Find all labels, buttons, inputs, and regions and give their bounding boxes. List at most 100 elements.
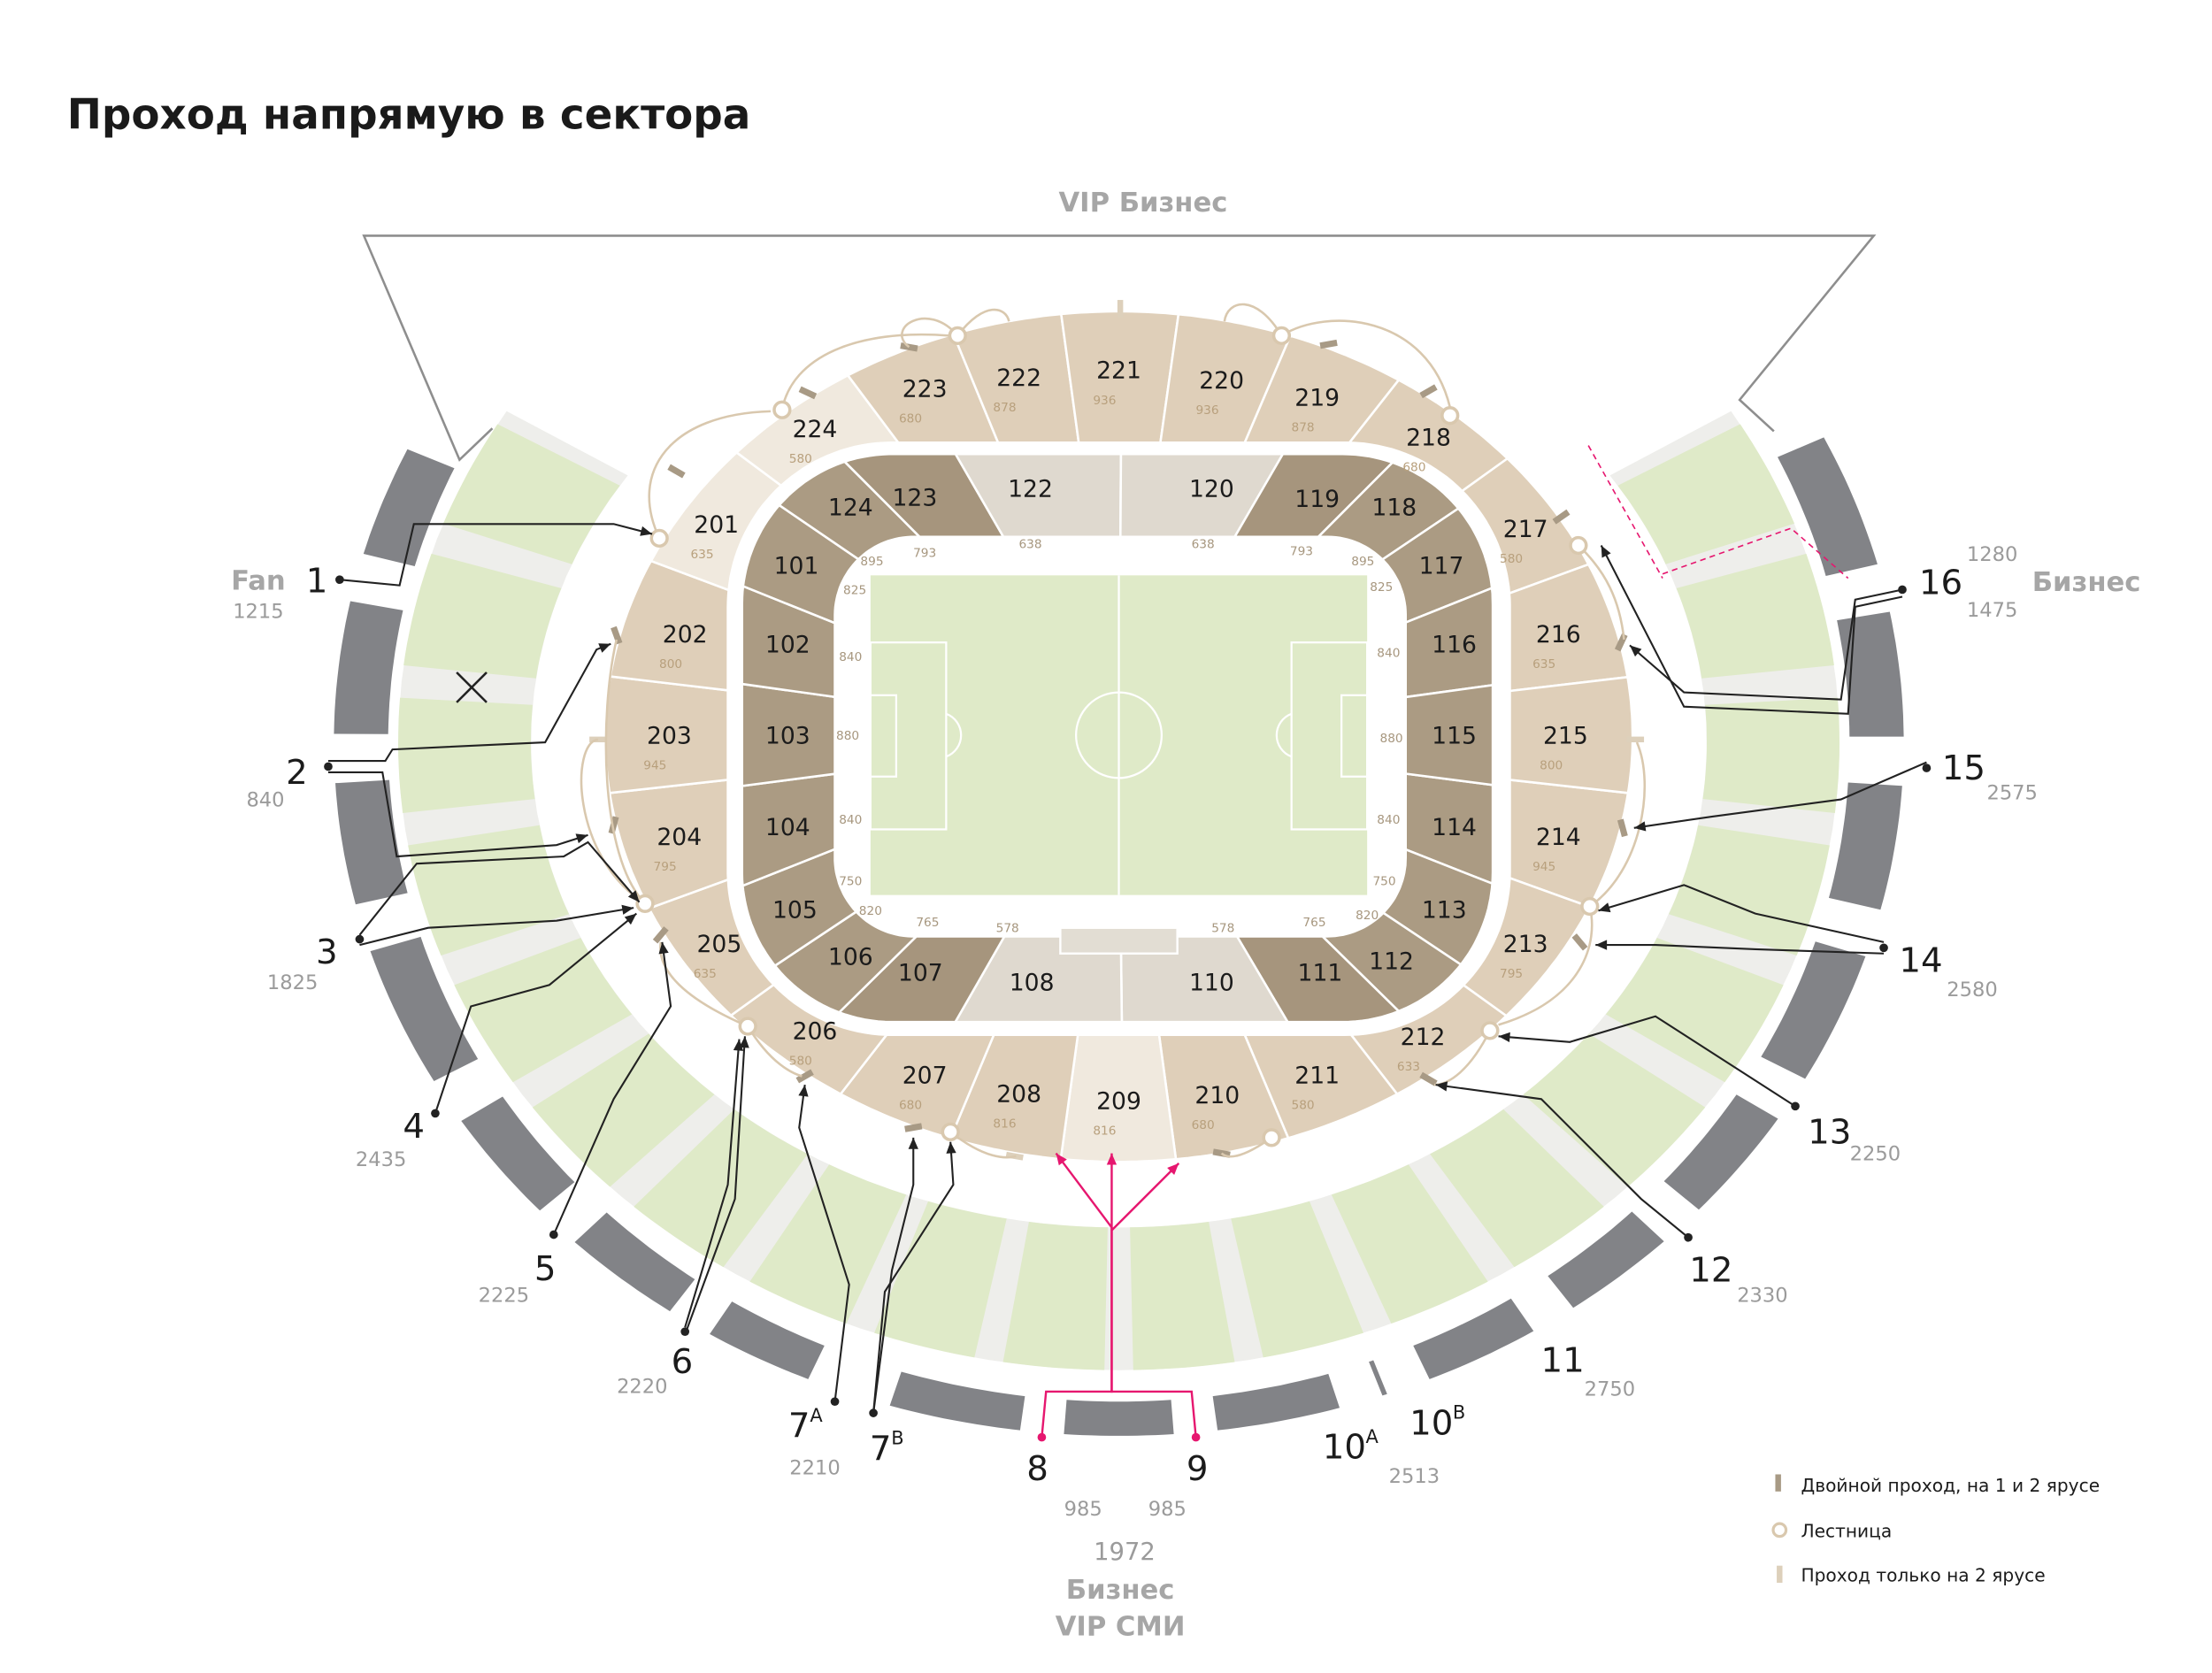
- sector-number: 224: [793, 416, 838, 443]
- sector-capacity: 765: [1302, 916, 1325, 930]
- sector-number: 212: [1401, 1024, 1446, 1051]
- right-penalty-arc: [1275, 712, 1293, 758]
- sector-number: 117: [1419, 553, 1464, 580]
- access-route: [359, 907, 634, 947]
- sector-capacity: 816: [1093, 1124, 1116, 1139]
- football-field: [869, 575, 1369, 895]
- sector-capacity: 580: [1292, 1099, 1315, 1113]
- arrow-head-icon: [621, 904, 634, 915]
- sector-capacity: 680: [899, 1099, 922, 1113]
- access-route: [1600, 544, 1903, 715]
- sector-capacity: 800: [659, 657, 682, 672]
- left-goal-box: [869, 694, 898, 778]
- gate-dot-icon: [1898, 585, 1907, 595]
- access-route: [684, 1039, 741, 1328]
- sector-capacity: 816: [993, 1117, 1016, 1132]
- tier-2-sectors: [603, 310, 1634, 1163]
- gate-capacity: 1475: [1967, 599, 2017, 622]
- gate-dot-icon: [335, 575, 344, 585]
- upper-stands: [398, 411, 1840, 1370]
- upper-stand-block: [403, 553, 562, 679]
- sector-number: 111: [1298, 959, 1343, 986]
- gate-dot-icon: [549, 1230, 558, 1239]
- sector-number: 221: [1096, 357, 1141, 385]
- sector-number: 210: [1194, 1082, 1240, 1109]
- pink-route: [1110, 1153, 1197, 1438]
- dashed-boundary: [1587, 445, 1663, 579]
- arrow-head-icon: [1595, 940, 1608, 950]
- stair-ring-icon: [635, 894, 655, 913]
- stair-route: [949, 1131, 1017, 1159]
- gate-capacity: 840: [246, 789, 284, 812]
- upper-stand-block: [1130, 1221, 1235, 1370]
- access-paths: [327, 445, 1927, 1438]
- sector-capacity: 765: [916, 916, 939, 930]
- gate-suffix: A: [1366, 1426, 1379, 1447]
- gate-capacity: 985: [1064, 1498, 1102, 1521]
- gate-capacity: 2210: [789, 1456, 840, 1479]
- legend-label: Проход только на 2 ярусе: [1801, 1564, 2045, 1585]
- sector-number: 223: [902, 376, 948, 403]
- sector-capacity: 580: [789, 452, 812, 466]
- stair-ring-icon: [941, 1122, 960, 1142]
- gate-ring-segment: [334, 601, 403, 734]
- gate-suffix: A: [810, 1405, 823, 1426]
- bottom-total-capacity: 1972: [1094, 1539, 1156, 1566]
- sector-capacity: 945: [1532, 860, 1555, 874]
- gate-ring-segment: [1778, 437, 1878, 576]
- sector-capacity: 895: [1351, 555, 1374, 569]
- access-route: [327, 642, 611, 763]
- stair-route: [580, 738, 646, 905]
- sector-number: 103: [765, 723, 810, 750]
- stair-ring-icon: [1440, 406, 1460, 426]
- gate-dot-icon: [324, 762, 333, 771]
- arrow-head-icon: [1106, 1153, 1118, 1165]
- access-route: [339, 523, 653, 587]
- sector-capacity: 578: [996, 922, 1019, 936]
- sector-number: 213: [1503, 931, 1548, 958]
- gate-ring-segment: [1212, 1373, 1340, 1431]
- sector-capacity: 825: [843, 583, 866, 597]
- upper-stand-block: [1617, 424, 1795, 564]
- upper-stand-block: [454, 938, 633, 1083]
- center-circle: [1075, 691, 1164, 779]
- gate-ring-segment: [889, 1371, 1025, 1431]
- sector-labels: 2016352028002039452047952056352065802076…: [643, 357, 1588, 1139]
- gate-number: 2: [286, 753, 308, 793]
- stair-ring-icon: [738, 1017, 757, 1036]
- sector-number: 102: [765, 631, 810, 658]
- sector-capacity: 840: [839, 813, 862, 827]
- access-route: [1498, 1015, 1796, 1108]
- arrow-head-icon: [575, 833, 588, 844]
- gate-dot-icon: [680, 1327, 690, 1337]
- access-route: [684, 1036, 746, 1335]
- access-route: [1595, 944, 1885, 955]
- gate-number: 10: [1323, 1428, 1366, 1468]
- sector-number: 207: [902, 1063, 948, 1090]
- upper-stand-block: [1231, 1201, 1363, 1358]
- sector-capacity: 825: [1370, 580, 1393, 595]
- business-zone-label-right: Бизнес: [2032, 567, 2141, 598]
- gate-dot-icon: [830, 1397, 840, 1407]
- double-pass-icon: [667, 464, 686, 479]
- gate-suffix: B: [891, 1428, 903, 1449]
- sector-number: 201: [694, 511, 739, 539]
- sector-number: 116: [1432, 631, 1477, 658]
- double-pass-icon: [1617, 818, 1628, 838]
- gate-capacity: 1280: [1967, 543, 2017, 566]
- tier-1-sectors: [741, 452, 1494, 1024]
- double-pass-icon: [608, 816, 619, 834]
- gate-number: 7: [870, 1429, 892, 1469]
- arrow-head-icon: [640, 526, 653, 536]
- stair-ring-icon: [772, 400, 792, 419]
- sector-number: 219: [1294, 384, 1340, 411]
- gate-capacity: 2220: [617, 1376, 667, 1399]
- sector-number: 203: [647, 723, 692, 750]
- stair-route: [604, 639, 646, 905]
- access-route: [1633, 761, 1927, 829]
- stair-ring-icon: [1771, 1522, 1788, 1539]
- legend-label: Двойной проход, на 1 и 2 ярусе: [1801, 1475, 2100, 1496]
- arrow-head-icon: [598, 643, 611, 653]
- sector-number: 222: [996, 365, 1041, 392]
